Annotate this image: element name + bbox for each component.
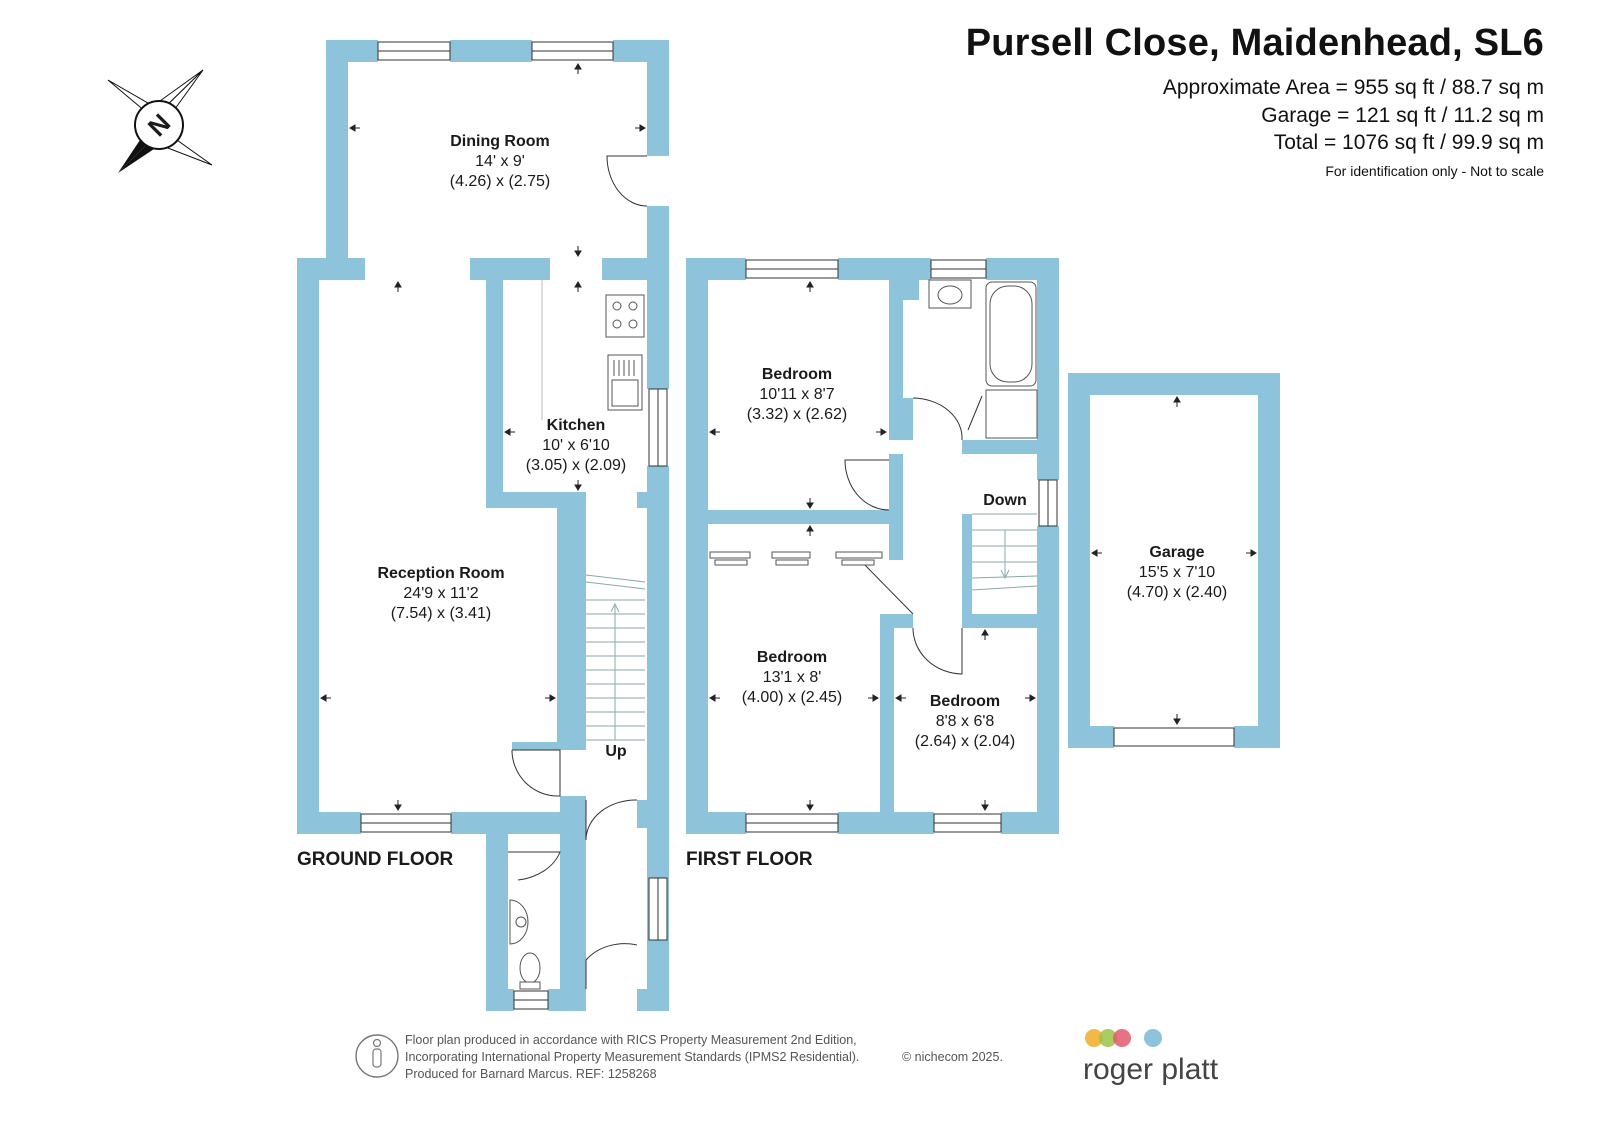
- kitchen-label: Kitchen 10' x 6'10 (3.05) x (2.09): [526, 417, 626, 474]
- first-floor-stairs: [971, 513, 1038, 591]
- garage-walls: [1068, 373, 1280, 748]
- bedroom-2-dim-metric: (4.00) x (2.45): [742, 689, 842, 706]
- approximate-area: Approximate Area = 955 sq ft / 88.7 sq m: [1162, 76, 1544, 99]
- first-floor-label: FIRST FLOOR: [686, 849, 813, 870]
- stairs-up-label: Up: [605, 743, 627, 760]
- dining-room-name: Dining Room: [450, 133, 550, 150]
- kitchen-dim-metric: (3.05) x (2.09): [526, 457, 626, 474]
- wc-fixtures: [509, 899, 541, 990]
- identification-note: For identification only - Not to scale: [1325, 163, 1544, 179]
- bedroom-2-name: Bedroom: [757, 649, 827, 666]
- compass-icon: N: [107, 69, 213, 173]
- bedroom-3-label: Bedroom 8'8 x 6'8 (2.64) x (2.04): [915, 693, 1015, 750]
- dining-room-dim-metric: (4.26) x (2.75): [450, 173, 550, 190]
- garage-dim-metric: (4.70) x (2.40): [1127, 584, 1227, 601]
- wardrobe-fixtures: [709, 551, 883, 566]
- bedroom-2-dim-imperial: 13'1 x 8': [763, 669, 822, 686]
- bedroom-1-dim-metric: (3.32) x (2.62): [747, 406, 847, 423]
- reception-room-name: Reception Room: [377, 565, 504, 582]
- footer-line-1: Floor plan produced in accordance with R…: [405, 1033, 857, 1047]
- total-area: Total = 1076 sq ft / 99.9 sq m: [1273, 131, 1544, 154]
- ground-floor-stairs: [585, 574, 646, 741]
- first-floor-doors: [844, 395, 983, 675]
- kitchen-fixtures: [541, 280, 645, 420]
- bedroom-3-dim-imperial: 8'8 x 6'8: [936, 713, 995, 730]
- kitchen-name: Kitchen: [547, 417, 606, 434]
- footer-line-2: Incorporating International Property Mea…: [405, 1050, 859, 1064]
- first-floor-windows: [745, 259, 1058, 833]
- bathroom-fixtures: [928, 279, 1038, 439]
- garage-label: Garage 15'5 x 7'10 (4.70) x (2.40): [1127, 544, 1227, 601]
- first-floor-walls: [686, 258, 1059, 834]
- bedroom-2-label: Bedroom 13'1 x 8' (4.00) x (2.45): [742, 649, 842, 706]
- bedroom-1-label: Bedroom 10'11 x 8'7 (3.32) x (2.62): [747, 366, 847, 423]
- brand-name: roger platt: [1083, 1053, 1219, 1086]
- bedroom-1-name: Bedroom: [762, 366, 832, 383]
- bedroom-3-dim-metric: (2.64) x (2.04): [915, 733, 1015, 750]
- ground-floor-doors: [508, 155, 648, 989]
- dimension-arrows: [320, 63, 1257, 811]
- garage-door: [1113, 727, 1235, 747]
- reception-room-dim-imperial: 24'9 x 11'2: [403, 585, 478, 602]
- reception-room-dim-metric: (7.54) x (3.41): [391, 605, 491, 622]
- stairs-down-label: Down: [983, 492, 1027, 509]
- footer-line-3: Produced for Barnard Marcus. REF: 125826…: [405, 1067, 657, 1081]
- bedroom-1-dim-imperial: 10'11 x 8'7: [759, 386, 834, 403]
- ground-floor-windows: [360, 41, 668, 1010]
- bedroom-3-name: Bedroom: [930, 693, 1000, 710]
- page-title: Pursell Close, Maidenhead, SL6: [965, 22, 1544, 64]
- rics-badge-icon: [355, 1034, 399, 1078]
- reception-room-label: Reception Room 24'9 x 11'2 (7.54) x (3.4…: [377, 565, 504, 622]
- ground-floor-label: GROUND FLOOR: [297, 849, 453, 870]
- ground-floor-walls: [297, 40, 669, 1011]
- dining-room-label: Dining Room 14' x 9' (4.26) x (2.75): [450, 133, 550, 190]
- garage-name: Garage: [1149, 544, 1204, 561]
- garage-area: Garage = 121 sq ft / 11.2 sq m: [1261, 104, 1544, 127]
- dining-room-dim-imperial: 14' x 9': [475, 153, 525, 170]
- footer-copyright: © nichecom 2025.: [902, 1050, 1003, 1064]
- garage-dim-imperial: 15'5 x 7'10: [1139, 564, 1215, 581]
- kitchen-dim-imperial: 10' x 6'10: [542, 437, 610, 454]
- roger-platt-logo: roger platt: [1083, 1029, 1219, 1086]
